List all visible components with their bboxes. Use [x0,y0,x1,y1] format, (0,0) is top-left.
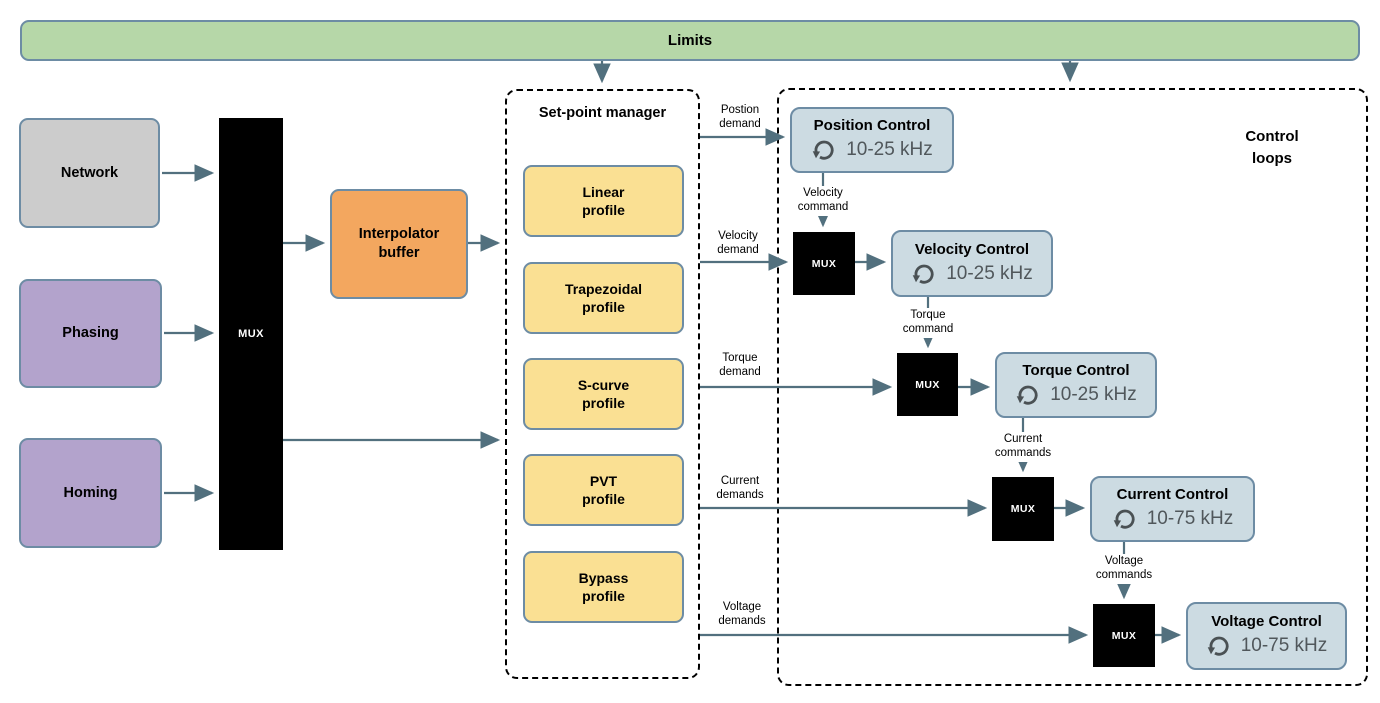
scurve-profile-box: S-curve profile [523,358,684,430]
torque-mux-label: MUX [915,378,940,391]
voltage-control-rate: 10-75 kHz [1240,635,1328,656]
velocity-control-rate: 10-25 kHz [946,262,1033,284]
velocity-command-line1: Velocity [803,187,843,199]
current-mux-box: MUX [992,477,1054,541]
voltage-mux-box: MUX [1093,604,1155,667]
velocity-demand-label: Velocity demand [702,230,774,258]
current-control-rate: 10-75 kHz [1146,508,1234,529]
loop-icon [1113,509,1135,529]
control-loops-title: Control loops [1212,126,1332,170]
current-commands-line2: commands [994,446,1052,459]
loop-icon [1207,636,1229,656]
velocity-demand-line2: demand [717,243,759,256]
current-commands-label: Current commands [987,432,1059,462]
voltage-control-title: Voltage Control [1211,613,1322,630]
position-demand-label: Postion demand [704,104,776,132]
velocity-demand-line1: Velocity [718,230,758,242]
loop-icon [812,140,834,160]
position-control-title: Position Control [813,117,931,134]
scurve-profile-label2: profile [582,395,625,411]
pvt-profile-label2: profile [582,491,625,507]
homing-label: Homing [63,484,118,501]
limits-bar: Limits [20,20,1360,61]
linear-profile-label2: profile [582,202,625,218]
torque-demand-line1: Torque [722,352,758,364]
position-control-rate: 10-25 kHz [846,139,933,160]
voltage-demands-line2: demands [718,614,766,627]
position-demand-line2: demand [719,117,761,130]
current-demands-line1: Current [720,475,760,487]
position-control-box: Position Control 10-25 kHz [790,107,954,173]
bypass-profile-label: Bypass [578,569,629,586]
homing-box: Homing [19,438,162,548]
interpolator-buffer-box: Interpolator buffer [330,189,468,299]
torque-control-title: Torque Control [1022,362,1130,379]
control-loops-title-line2: loops [1252,149,1292,167]
loop-icon [912,264,934,284]
network-label: Network [60,164,119,181]
velocity-mux-box: MUX [793,232,855,295]
linear-profile-box: Linear profile [523,165,684,237]
voltage-demands-line1: Voltage [722,601,762,613]
limits-label: Limits [667,31,713,49]
torque-command-line2: command [902,322,954,335]
network-box: Network [19,118,160,228]
linear-profile-label: Linear [582,183,625,200]
torque-control-box: Torque Control 10-25 kHz [995,352,1157,418]
pvt-profile-box: PVT profile [523,454,684,526]
velocity-command-label: Velocity command [787,186,859,216]
control-loops-title-line1: Control [1245,128,1299,145]
current-commands-line1: Current [1003,433,1043,445]
setpoint-manager-title: Set-point manager [538,105,667,121]
torque-demand-line2: demand [719,365,761,378]
voltage-demands-label: Voltage demands [706,601,778,629]
trapezoidal-profile-box: Trapezoidal profile [523,262,684,334]
current-demands-line2: demands [716,488,764,501]
voltage-control-box: Voltage Control 10-75 kHz [1186,602,1347,670]
velocity-mux-label: MUX [811,257,837,270]
voltage-commands-line1: Voltage [1104,555,1144,567]
velocity-control-title: Velocity Control [914,240,1030,258]
scurve-profile-label: S-curve [577,376,630,393]
bypass-profile-box: Bypass profile [523,551,684,623]
voltage-mux-label: MUX [1111,629,1137,642]
current-mux-label: MUX [1010,503,1036,515]
velocity-control-box: Velocity Control 10-25 kHz [891,230,1053,297]
torque-mux-box: MUX [897,353,958,416]
torque-command-line1: Torque [910,309,946,321]
main-mux-label: MUX [238,328,264,340]
current-demands-label: Current demands [704,475,776,503]
bypass-profile-label2: profile [582,588,625,604]
phasing-label: Phasing [62,325,119,342]
torque-demand-label: Torque demand [704,352,776,380]
interpolator-label-line2: buffer [378,245,420,261]
voltage-commands-label: Voltage commands [1088,554,1160,584]
setpoint-manager-container: Set-point manager [505,89,700,679]
torque-command-label: Torque command [892,308,964,338]
current-control-box: Current Control 10-75 kHz [1090,476,1255,542]
interpolator-label-line1: Interpolator [358,226,440,243]
phasing-box: Phasing [19,279,162,388]
loop-icon [1016,385,1038,405]
voltage-commands-line2: commands [1095,568,1153,581]
pvt-profile-label: PVT [589,472,618,489]
current-control-title: Current Control [1116,486,1229,503]
torque-control-rate: 10-25 kHz [1050,384,1137,405]
main-mux-box: MUX [219,118,283,550]
velocity-command-line2: command [797,200,849,213]
trapezoidal-profile-label2: profile [582,299,625,315]
position-demand-line1: Postion [720,104,760,116]
trapezoidal-profile-label: Trapezoidal [564,280,643,297]
